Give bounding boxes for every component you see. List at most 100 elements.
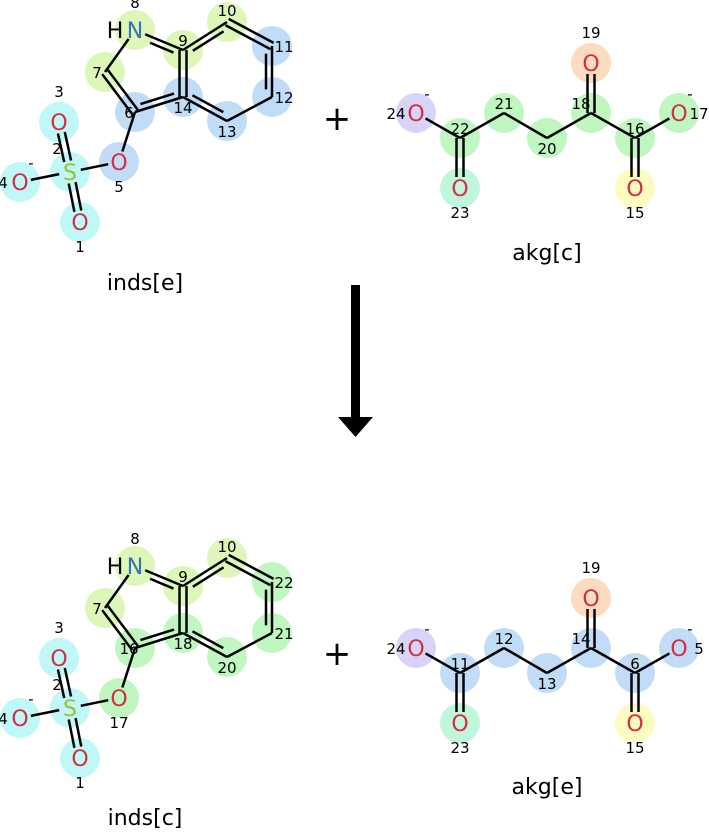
atom-index-23: 23 bbox=[450, 204, 469, 222]
atom-highlights bbox=[396, 43, 699, 208]
atom-symbol-o: O bbox=[50, 647, 67, 672]
aromatic-inner-line bbox=[149, 41, 174, 54]
atom-index-6: 6 bbox=[630, 655, 640, 673]
atom-highlight-3 bbox=[39, 102, 79, 142]
atom-highlight-5 bbox=[659, 628, 699, 668]
atom-index-2: 2 bbox=[52, 140, 62, 158]
bond bbox=[182, 95, 228, 123]
atom-highlight-24 bbox=[396, 93, 436, 133]
atom-symbol-s: S bbox=[63, 161, 77, 186]
aromatic-inner-line bbox=[192, 566, 225, 588]
atom-symbol-o: O bbox=[71, 211, 88, 236]
atom-index-21: 21 bbox=[274, 625, 293, 643]
atom-symbol-o: O bbox=[670, 102, 687, 127]
bond bbox=[30, 172, 60, 182]
double-bond-line bbox=[101, 609, 134, 651]
atom-index-8: 8 bbox=[130, 530, 140, 548]
bond bbox=[121, 111, 137, 152]
aromatic-inner-line bbox=[140, 628, 175, 642]
bonds bbox=[30, 17, 275, 213]
double-bond-line bbox=[56, 669, 66, 699]
atom-index-14: 14 bbox=[173, 99, 192, 117]
double-bond-line bbox=[63, 667, 73, 697]
atom-index-10: 10 bbox=[217, 538, 236, 556]
aromatic-inner-line bbox=[192, 30, 225, 52]
atom-highlights bbox=[396, 578, 699, 743]
bond bbox=[546, 111, 592, 140]
atom-highlight-19 bbox=[571, 578, 611, 618]
charge-label: - bbox=[424, 620, 429, 638]
atom-index-1: 1 bbox=[75, 238, 85, 256]
atom-highlight-15 bbox=[615, 703, 655, 743]
atom-symbol-n: N bbox=[127, 19, 143, 44]
atom-index-4: 4 bbox=[0, 710, 8, 728]
atom-index-3: 3 bbox=[54, 619, 64, 637]
bond bbox=[134, 631, 184, 650]
atom-index-18: 18 bbox=[173, 635, 192, 653]
bond bbox=[503, 111, 548, 140]
double-bond-line bbox=[67, 183, 76, 213]
atom-index-13: 13 bbox=[537, 675, 556, 693]
charge-label: - bbox=[28, 690, 33, 708]
molecule-name-akg-c: akg[c] bbox=[512, 241, 582, 266]
atom-index-16: 16 bbox=[119, 640, 138, 658]
arrow-shaft bbox=[351, 285, 360, 417]
atom-symbol-o: O bbox=[110, 687, 127, 712]
atom-highlight-4 bbox=[0, 162, 40, 202]
bond bbox=[144, 569, 184, 588]
atom-index-19: 19 bbox=[581, 24, 600, 42]
double-bond-line bbox=[101, 73, 134, 115]
atom-highlight-17 bbox=[99, 678, 139, 718]
double-bond-line bbox=[228, 553, 275, 581]
bond bbox=[103, 38, 130, 73]
charge-label: - bbox=[687, 85, 692, 103]
atom-index-23: 23 bbox=[450, 739, 469, 757]
atom-symbol-o: O bbox=[50, 111, 67, 136]
double-bond-line bbox=[63, 131, 73, 161]
bonds bbox=[30, 553, 275, 749]
atom-highlight-17 bbox=[659, 93, 699, 133]
atom-symbol-o: O bbox=[11, 171, 28, 196]
bond bbox=[182, 20, 228, 52]
charge-label: - bbox=[424, 85, 429, 103]
molecule-name-akg-e: akg[e] bbox=[511, 775, 583, 800]
atom-index-11: 11 bbox=[274, 38, 293, 56]
atom-highlight-2 bbox=[50, 688, 90, 728]
atom-index-12: 12 bbox=[494, 630, 513, 648]
bond bbox=[144, 33, 184, 52]
atom-index-5: 5 bbox=[114, 178, 124, 196]
atom-symbol-o: O bbox=[110, 151, 127, 176]
atom-index-17: 17 bbox=[689, 105, 708, 123]
bond bbox=[424, 117, 461, 140]
atom-index-24: 24 bbox=[386, 640, 405, 658]
charge-label: - bbox=[28, 154, 33, 172]
bond bbox=[121, 647, 137, 688]
double-bond-line bbox=[224, 559, 271, 587]
atom-highlight-8 bbox=[115, 10, 155, 50]
bond bbox=[459, 646, 505, 675]
bond bbox=[424, 652, 461, 675]
atom-symbol-o: O bbox=[626, 712, 643, 737]
atom-index-15: 15 bbox=[625, 204, 644, 222]
atom-index-8: 8 bbox=[130, 0, 140, 12]
bond bbox=[546, 646, 592, 675]
bond bbox=[30, 708, 60, 718]
hydrogen-label: H bbox=[107, 555, 124, 580]
atom-index-4: 4 bbox=[0, 174, 8, 192]
atom-index-10: 10 bbox=[217, 2, 236, 20]
atom-highlight-3 bbox=[39, 638, 79, 678]
atom-highlight-23 bbox=[440, 168, 480, 208]
atom-symbol-n: N bbox=[127, 555, 143, 580]
double-bond-line bbox=[106, 69, 139, 111]
molecule-name-inds-c: inds[c] bbox=[107, 806, 183, 831]
double-bond-line bbox=[106, 605, 139, 647]
atom-index-12: 12 bbox=[274, 89, 293, 107]
atom-index-22: 22 bbox=[450, 120, 469, 138]
bond bbox=[103, 574, 130, 609]
atom-symbol-o: O bbox=[11, 707, 28, 732]
